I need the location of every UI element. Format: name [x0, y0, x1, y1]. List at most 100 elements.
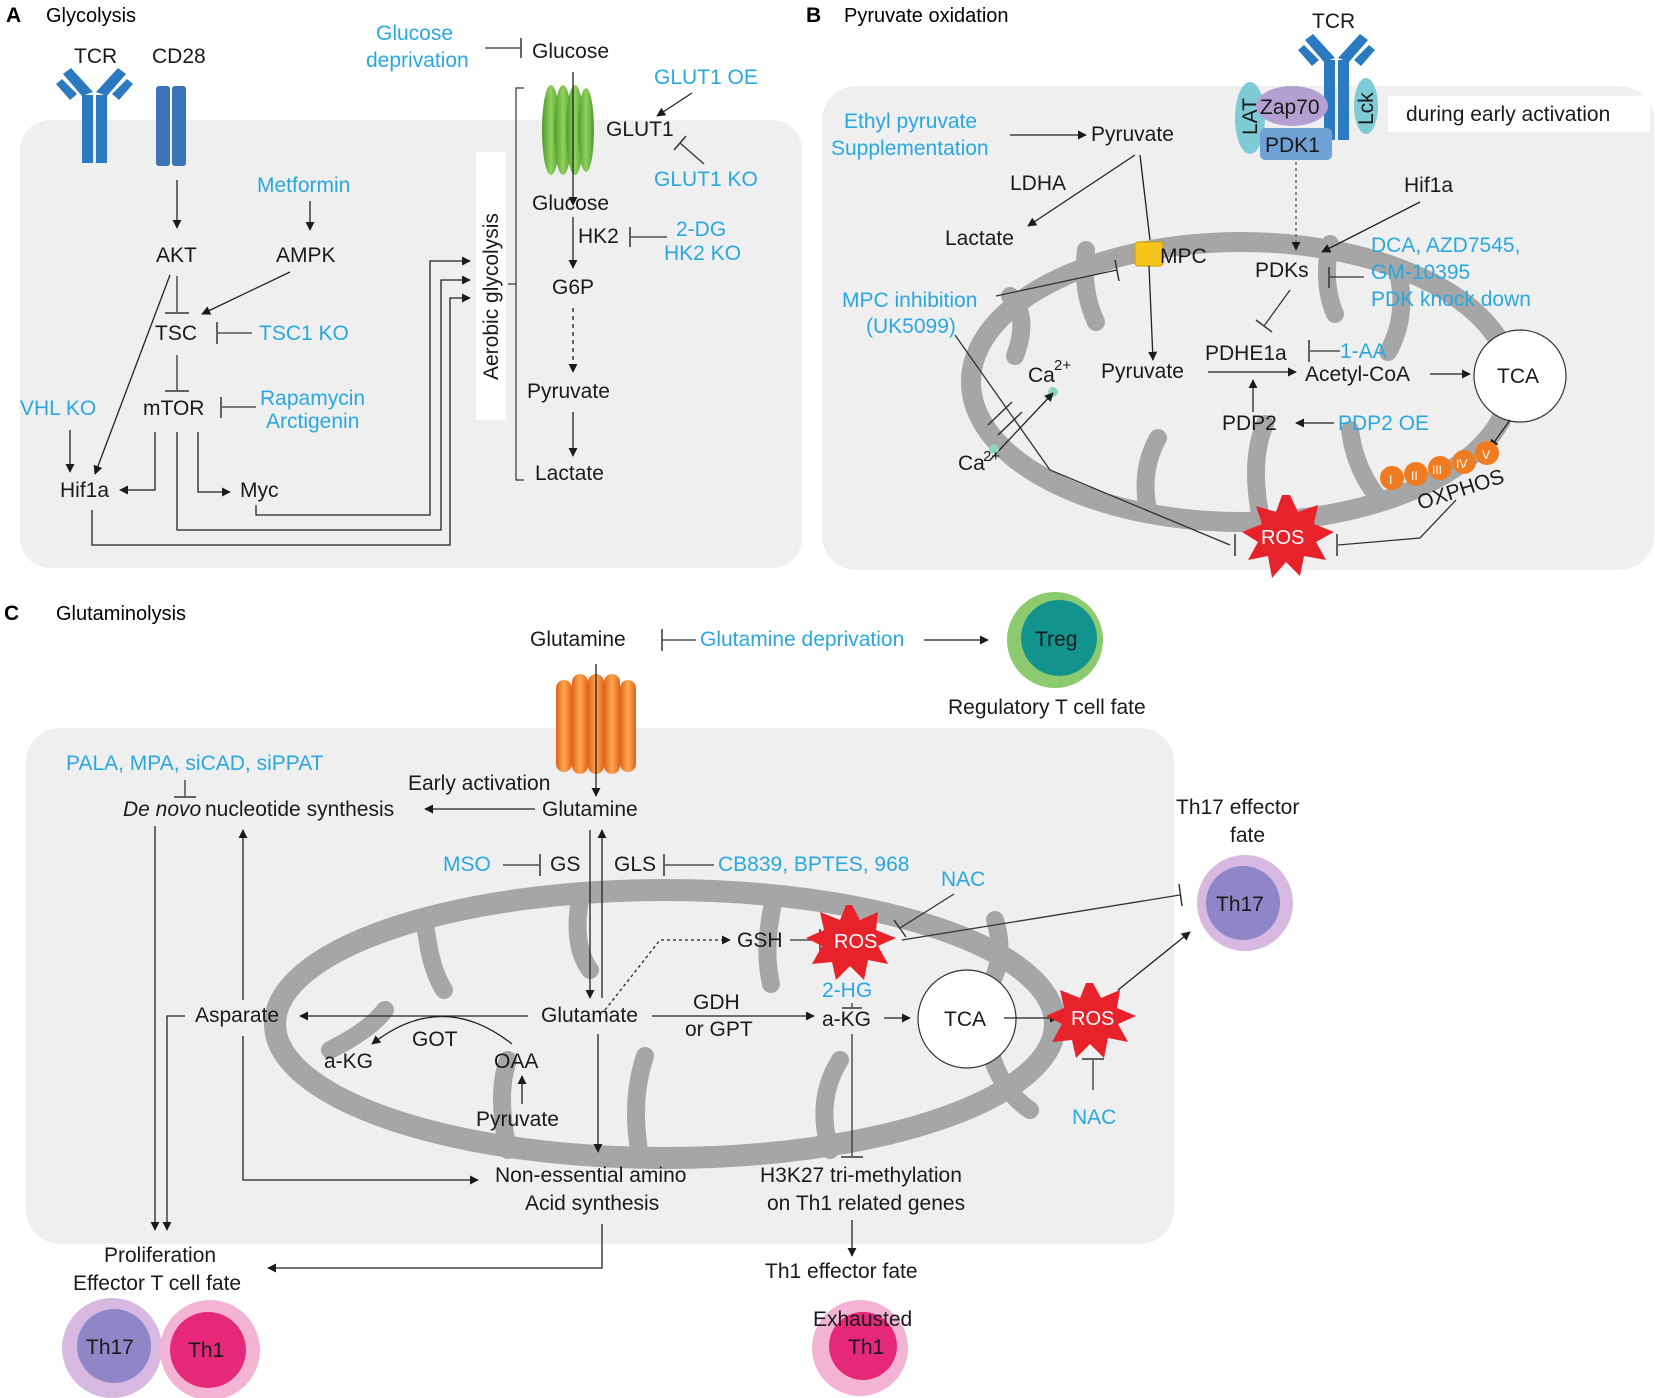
- ros-c-right-icon: [1046, 983, 1136, 1058]
- tcr-receptor-icon: [56, 68, 133, 163]
- cd28-label: CD28: [152, 45, 206, 68]
- glutamine-top-label: Glutamine: [530, 628, 626, 651]
- panel-c-title: Glutaminolysis: [56, 603, 186, 625]
- asparate-label: Asparate: [195, 1004, 279, 1027]
- svg-text:IV: IV: [1456, 457, 1467, 471]
- glucose-deprivation-label-2: deprivation: [366, 49, 469, 72]
- dca-label: DCA, AZD7545,: [1371, 234, 1520, 257]
- oxphos-complexes-icon: I II III IV V: [1380, 441, 1499, 490]
- hif1a-label: Hif1a: [60, 479, 109, 502]
- effector-fate-label: Effector T cell fate: [73, 1272, 241, 1295]
- tcr-b-label: TCR: [1312, 10, 1355, 33]
- ros-b-label: ROS: [1261, 527, 1304, 549]
- panel-b-title: Pyruvate oxidation: [844, 5, 1009, 27]
- glut1-ko-label: GLUT1 KO: [654, 168, 758, 191]
- gsh-label: GSH: [737, 929, 783, 952]
- ca-ion-icon: [1048, 387, 1058, 397]
- ca-out-label: Ca: [958, 452, 985, 475]
- lactate-b-label: Lactate: [945, 227, 1014, 250]
- th1-bottom-inner-icon: [170, 1312, 246, 1388]
- ca-out-sup: 2+: [983, 448, 1000, 465]
- tca-c-label: TCA: [944, 1008, 986, 1031]
- glut1-transporter-icon: [542, 85, 594, 175]
- exhausted-label: Exhausted: [813, 1308, 912, 1331]
- panel-a-background: [20, 120, 802, 568]
- zap70-label: Zap70: [1260, 96, 1320, 119]
- nonessential-label: Non-essential amino: [495, 1164, 686, 1187]
- pyruvate-c-label: Pyruvate: [476, 1108, 559, 1131]
- acetyl-coa-label: Acetyl-CoA: [1305, 363, 1410, 386]
- panel-c-background: [26, 728, 1174, 1244]
- lck-label: Lck: [1355, 92, 1378, 125]
- svg-text:II: II: [1411, 469, 1418, 483]
- th17-inner-icon: [1206, 866, 1280, 940]
- metformin-label: Metformin: [257, 174, 350, 197]
- aerobic-glycolysis-box: [476, 152, 506, 420]
- nucleotide-synthesis-label: nucleotide synthesis: [205, 798, 394, 821]
- got-label: GOT: [412, 1028, 458, 1051]
- pdk1-label: PDK1: [1265, 134, 1320, 157]
- ros-b-icon: [1242, 495, 1334, 578]
- akt-label: AKT: [156, 244, 197, 267]
- pdp2oe-label: PDP2 OE: [1338, 412, 1429, 435]
- panel-b: B Pyruvate oxidation TCR LAT Zap70: [806, 4, 1654, 578]
- ca-label: Ca: [1028, 364, 1055, 387]
- treg-inner-icon: [1021, 600, 1097, 676]
- glutamine-in-label: Glutamine: [542, 798, 638, 821]
- g6p-label: G6P: [552, 276, 594, 299]
- early-activation-label: during early activation: [1406, 103, 1610, 126]
- nonessential-label-2: Acid synthesis: [525, 1192, 659, 1215]
- ros-c-top-label: ROS: [834, 931, 877, 953]
- panel-b-label: B: [806, 4, 821, 27]
- glutamine-deprivation-label: Glutamine deprivation: [700, 628, 904, 651]
- 2dg-label: 2-DG: [676, 218, 726, 241]
- aerobic-glycolysis-label: Aerobic glycolysis: [480, 213, 503, 380]
- h3k27-label: H3K27 tri-methylation: [760, 1164, 962, 1187]
- lactate-label: Lactate: [535, 462, 604, 485]
- panel-c-label: C: [4, 602, 19, 625]
- panel-a-label: A: [6, 4, 21, 27]
- mpc-inhibition-label: MPC inhibition: [842, 289, 977, 312]
- lat-oval: [1235, 82, 1265, 154]
- akg-left-label: a-KG: [324, 1050, 373, 1073]
- pdhe1a-label: PDHE1a: [1205, 342, 1287, 365]
- myc-label: Myc: [240, 479, 279, 502]
- cd28-receptor-icon: [156, 86, 186, 166]
- uk5099-label: (UK5099): [866, 315, 956, 338]
- th17-bottom-inner-icon: [77, 1309, 151, 1383]
- gm10395-label: GM-10395: [1371, 261, 1470, 284]
- treg-fate-label: Regulatory T cell fate: [948, 696, 1146, 719]
- svg-text:III: III: [1432, 463, 1442, 477]
- gdh-label: GDH: [693, 991, 740, 1014]
- pyruvate-label: Pyruvate: [527, 380, 610, 403]
- ca-ion-out-icon: [989, 444, 999, 454]
- tcr-b-receptor-icon: [1298, 34, 1375, 140]
- hk2-ko-label: HK2 KO: [664, 242, 741, 265]
- tca-cycle-c-icon: [917, 969, 1017, 1069]
- de-novo-label: De novo: [123, 798, 202, 821]
- pala-label: PALA, MPA, siCAD, siPPAT: [66, 752, 324, 775]
- gpt-label: or GPT: [685, 1018, 753, 1041]
- tsc-label: TSC: [155, 322, 197, 345]
- hk2-label: HK2: [578, 225, 619, 248]
- ros-c-top-icon: [806, 905, 896, 980]
- lck-oval: [1354, 78, 1378, 134]
- treg-label: Treg: [1035, 628, 1077, 651]
- mpc-label: MPC: [1160, 245, 1207, 268]
- svg-text:I: I: [1389, 473, 1392, 487]
- glucose-top: Glucose: [532, 40, 609, 63]
- pdk1-box: [1260, 128, 1332, 160]
- pdks-label: PDKs: [1255, 259, 1309, 282]
- pyruvate-in-label: Pyruvate: [1101, 360, 1184, 383]
- 2hg-label: 2-HG: [822, 979, 872, 1002]
- panel-a: A Glycolysis TCR CD28 Glucose deprivatio…: [6, 4, 802, 568]
- th1-fate-label: Th1 effector fate: [765, 1260, 918, 1283]
- glutamine-transporter-icon: [556, 674, 636, 774]
- tsc1ko-label: TSC1 KO: [259, 322, 349, 345]
- mso-label: MSO: [443, 853, 491, 876]
- gs-label: GS: [550, 853, 580, 876]
- panel-c: C Glutaminolysis Glutamine Glutamine dep…: [4, 592, 1299, 1398]
- mtor-label: mTOR: [143, 397, 204, 420]
- glut1-label: GLUT1: [606, 118, 674, 141]
